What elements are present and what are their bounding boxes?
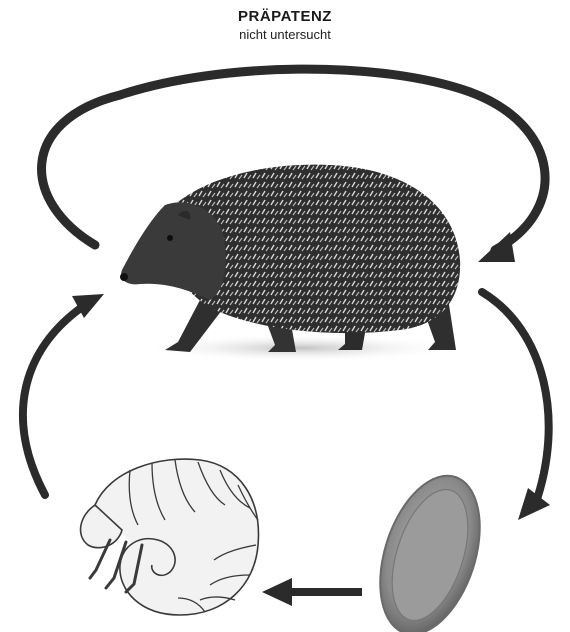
hedgehog-illustration (120, 165, 460, 362)
egg-to-larva-arrow (262, 578, 362, 606)
hedgehog-to-egg-arrow (482, 292, 550, 520)
beetle-larva-illustration (81, 459, 259, 615)
larva-to-hedgehog-arrow (23, 294, 104, 495)
egg-illustration (362, 463, 498, 632)
